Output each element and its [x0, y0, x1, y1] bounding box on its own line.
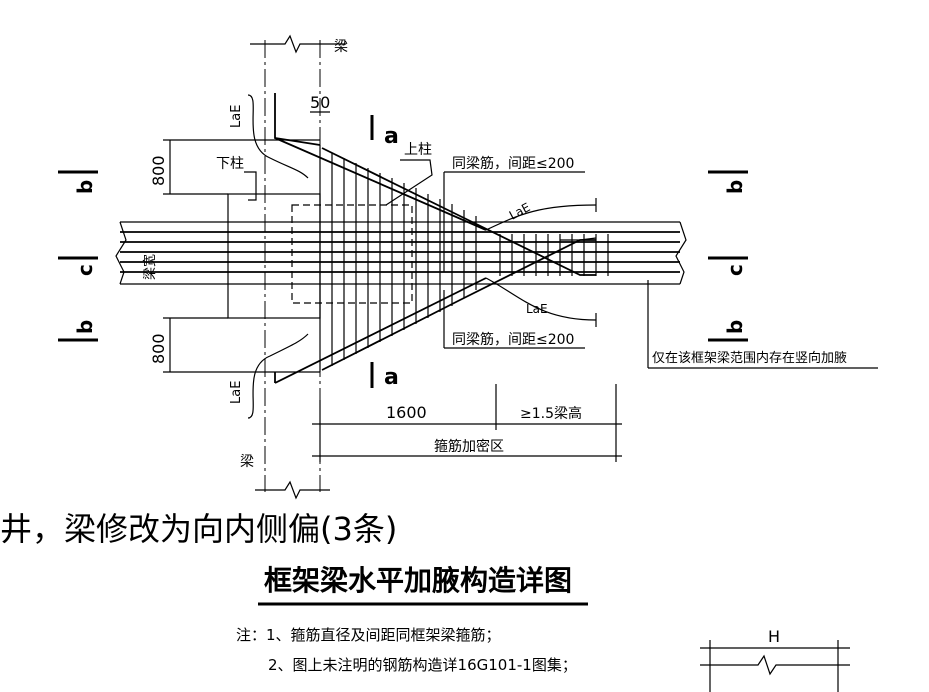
handwritten-note: 井，梁修改为向内侧偏(3条) [0, 510, 397, 548]
beam-longitudinal-bars [115, 221, 687, 285]
lae-leaders [247, 94, 597, 419]
break-line-bottom [255, 480, 330, 500]
label-lae-right-top: LaE [507, 200, 533, 223]
note-line-2: 2、图上未注明的钢筋构造详16G101-1图集； [268, 656, 577, 674]
beam-stirrups [499, 234, 609, 276]
label-same-rebar-bottom: 同梁筋，间距≤200 [452, 331, 574, 348]
haunch-stirrups [319, 145, 477, 372]
label-dense-zone: 箍筋加密区 [434, 438, 504, 455]
lower-column-outline [227, 193, 321, 319]
label-lower-column: 下柱 [216, 156, 244, 172]
h-dimension-symbol [700, 640, 850, 692]
label-leaders [244, 159, 878, 369]
section-b-left-top: b [73, 180, 97, 194]
section-b-right-top: b [723, 180, 747, 194]
upper-column-outline [291, 204, 413, 304]
label-only-note: 仅在该框架梁范围内存在竖向加腋 [652, 350, 847, 366]
section-a-top: a [384, 124, 399, 149]
dim-800 [163, 139, 320, 373]
label-beam-top: 梁 [334, 39, 348, 55]
section-a-bottom: a [384, 365, 399, 390]
section-c-right: c [723, 264, 747, 276]
label-800-top: 800 [149, 155, 168, 186]
section-markers [58, 115, 748, 388]
break-line-top [250, 34, 346, 54]
section-b-left-bottom: b [73, 320, 97, 334]
label-dim-1600: 1600 [386, 403, 427, 422]
label-h: H [768, 627, 780, 646]
haunch-rebars [321, 147, 597, 371]
label-upper-column: 上柱 [404, 142, 432, 158]
label-lae-right-bottom: LaE [526, 302, 548, 316]
label-dim-50: 50 [310, 93, 330, 112]
label-dim-beam-height: ≥1.5梁高 [520, 405, 582, 422]
bottom-dimensions [312, 384, 622, 462]
label-800-bottom: 800 [149, 333, 168, 364]
label-lae-top: LaE [229, 105, 244, 128]
label-beam-width: 梁宽 [142, 254, 158, 280]
section-c-left: c [73, 264, 97, 276]
drawing-title: 框架梁水平加腋构造详图 [264, 564, 572, 597]
label-same-rebar-top: 同梁筋，间距≤200 [452, 155, 574, 172]
note-line-1: 注：1、箍筋直径及间距同框架梁箍筋； [236, 626, 501, 644]
section-b-right-bottom: b [723, 320, 747, 334]
label-beam-bottom: 梁 [240, 454, 254, 470]
label-lae-bottom: LaE [229, 381, 244, 404]
